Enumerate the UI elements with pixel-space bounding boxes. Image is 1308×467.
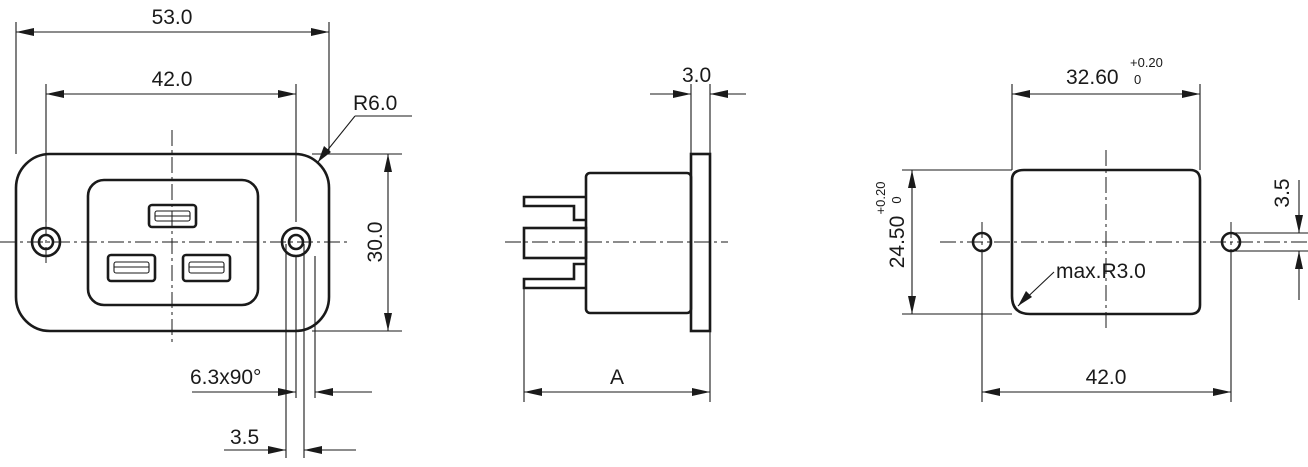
dimension-overall-width: 53.0 bbox=[15, 6, 330, 154]
dimension-cutout-hole-spacing: 42.0 bbox=[981, 252, 1232, 402]
cutout-radius-leader: max.R3.0 bbox=[1017, 260, 1146, 307]
terminal-bottom-left bbox=[106, 253, 157, 283]
cutout-width-label: 32.60 bbox=[1066, 66, 1119, 89]
dimension-cutout-height: 24.50 +0.20 0 bbox=[873, 169, 1012, 315]
terminal-bottom-right bbox=[181, 253, 232, 283]
cutout-hole-spacing-label: 42.0 bbox=[1086, 366, 1127, 389]
corner-radius-label: R6.0 bbox=[353, 92, 397, 115]
dimension-hole-diameter: 3.5 bbox=[224, 244, 356, 458]
terminal-size-label: 6.3x90° bbox=[190, 366, 261, 389]
hole-spacing-label: 42.0 bbox=[152, 68, 193, 91]
cutout-height-tol-upper: +0.20 bbox=[873, 182, 888, 215]
side-pin-upper bbox=[522, 195, 586, 222]
side-pin-center bbox=[522, 226, 588, 260]
side-pin-lower bbox=[522, 262, 586, 290]
dimension-flange-thickness: 3.0 bbox=[650, 64, 746, 154]
cutout-hole-diameter-label: 3.5 bbox=[1271, 178, 1294, 207]
dimension-cutout-hole-diameter: 3.5 bbox=[1231, 178, 1308, 300]
cutout-width-tol-lower: 0 bbox=[1134, 72, 1141, 87]
cutout-outline bbox=[1010, 168, 1202, 316]
cutout-height-label: 24.50 bbox=[886, 216, 909, 269]
corner-radius-leader: R6.0 bbox=[317, 92, 412, 163]
side-view: 3.0 A bbox=[505, 64, 746, 402]
dimension-height: 30.0 bbox=[312, 153, 402, 332]
side-body bbox=[584, 171, 693, 315]
dimension-cutout-width: 32.60 +0.20 0 bbox=[1011, 55, 1201, 170]
dimension-terminal: 6.3x90° bbox=[190, 256, 372, 398]
front-view: 53.0 42.0 R6.0 30.0 bbox=[0, 6, 412, 458]
depth-label: A bbox=[610, 366, 624, 389]
dimension-depth: A bbox=[523, 288, 711, 402]
overall-width-label: 53.0 bbox=[152, 6, 193, 29]
flange-thickness-label: 3.0 bbox=[682, 64, 711, 87]
height-label: 30.0 bbox=[364, 222, 387, 263]
hole-diameter-label: 3.5 bbox=[230, 426, 259, 449]
panel-cutout: 32.60 +0.20 0 24.50 +0.20 0 max.R3.0 bbox=[873, 55, 1308, 402]
cutout-radius-label: max.R3.0 bbox=[1056, 260, 1146, 283]
cutout-height-tol-lower: 0 bbox=[889, 196, 904, 203]
cutout-width-tol-upper: +0.20 bbox=[1130, 55, 1163, 70]
dimension-hole-spacing: 42.0 bbox=[45, 68, 297, 222]
